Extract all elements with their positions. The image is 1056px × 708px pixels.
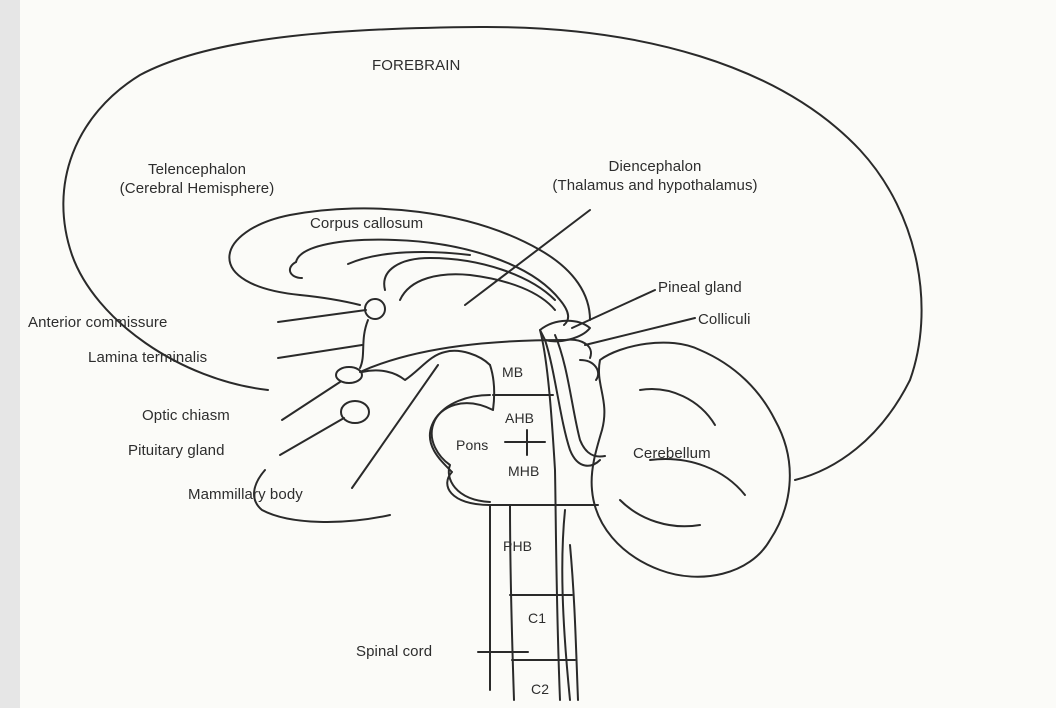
label-diencephalon-line1: Diencephalon bbox=[500, 157, 810, 176]
lamina-terminalis bbox=[360, 320, 368, 368]
label-corpus-callosum: Corpus callosum bbox=[310, 214, 423, 233]
cerebellum-folia-2 bbox=[620, 500, 700, 526]
leader-anterior-commissure bbox=[278, 310, 366, 322]
label-c2: C2 bbox=[531, 680, 549, 699]
label-optic-chiasm: Optic chiasm bbox=[142, 406, 230, 425]
label-anterior-commissure: Anterior commissure bbox=[28, 313, 167, 332]
hypothalamus-floor bbox=[362, 351, 490, 380]
label-mhb: MHB bbox=[508, 462, 539, 481]
label-diencephalon: Diencephalon (Thalamus and hypothalamus) bbox=[500, 157, 810, 195]
leader-optic-chiasm bbox=[282, 382, 340, 420]
leader-colliculi bbox=[585, 318, 695, 345]
central-canal-2 bbox=[570, 545, 578, 700]
label-cerebellum: Cerebellum bbox=[633, 444, 711, 463]
label-spinal-cord: Spinal cord bbox=[356, 642, 432, 661]
central-canal bbox=[562, 510, 570, 700]
label-mb: MB bbox=[502, 363, 523, 382]
label-ahb: AHB bbox=[505, 409, 534, 428]
label-c1: C1 bbox=[528, 609, 546, 628]
spinal-cord-outline bbox=[510, 505, 514, 700]
brainstem-posterior bbox=[540, 330, 560, 700]
label-pineal-gland: Pineal gland bbox=[658, 278, 742, 297]
label-colliculi: Colliculi bbox=[698, 310, 751, 329]
label-telencephalon-line1: Telencephalon bbox=[72, 160, 322, 179]
cerebellum-folia-1 bbox=[640, 389, 715, 425]
fornix-arc-3 bbox=[400, 274, 555, 310]
leader-lamina-terminalis bbox=[278, 345, 362, 358]
label-telencephalon-line2: (Cerebral Hemisphere) bbox=[72, 179, 322, 198]
pituitary-gland bbox=[341, 401, 369, 423]
aqueduct-line-2 bbox=[555, 335, 605, 457]
callosum-front bbox=[300, 295, 360, 305]
label-diencephalon-line2: (Thalamus and hypothalamus) bbox=[500, 176, 810, 195]
fornix-arc-2 bbox=[384, 258, 555, 300]
colliculi-shape bbox=[565, 340, 598, 380]
label-pituitary-gland: Pituitary gland bbox=[128, 441, 225, 460]
label-mammillary-body: Mammillary body bbox=[188, 485, 303, 504]
anterior-commissure bbox=[365, 299, 385, 319]
leader-mammillary bbox=[352, 365, 438, 488]
label-telencephalon: Telencephalon (Cerebral Hemisphere) bbox=[72, 160, 322, 198]
cerebellum-folia-3 bbox=[650, 459, 745, 495]
label-lamina-terminalis: Lamina terminalis bbox=[88, 348, 207, 367]
label-forebrain: FOREBRAIN bbox=[372, 56, 460, 75]
label-pons: Pons bbox=[456, 436, 488, 455]
fornix-arc-1 bbox=[348, 252, 470, 264]
leader-pituitary bbox=[280, 418, 344, 455]
optic-chiasm bbox=[336, 367, 362, 383]
diencephalon-roof bbox=[360, 340, 565, 372]
callosum-left-hook bbox=[290, 262, 302, 278]
label-phb: PHB bbox=[503, 537, 532, 556]
